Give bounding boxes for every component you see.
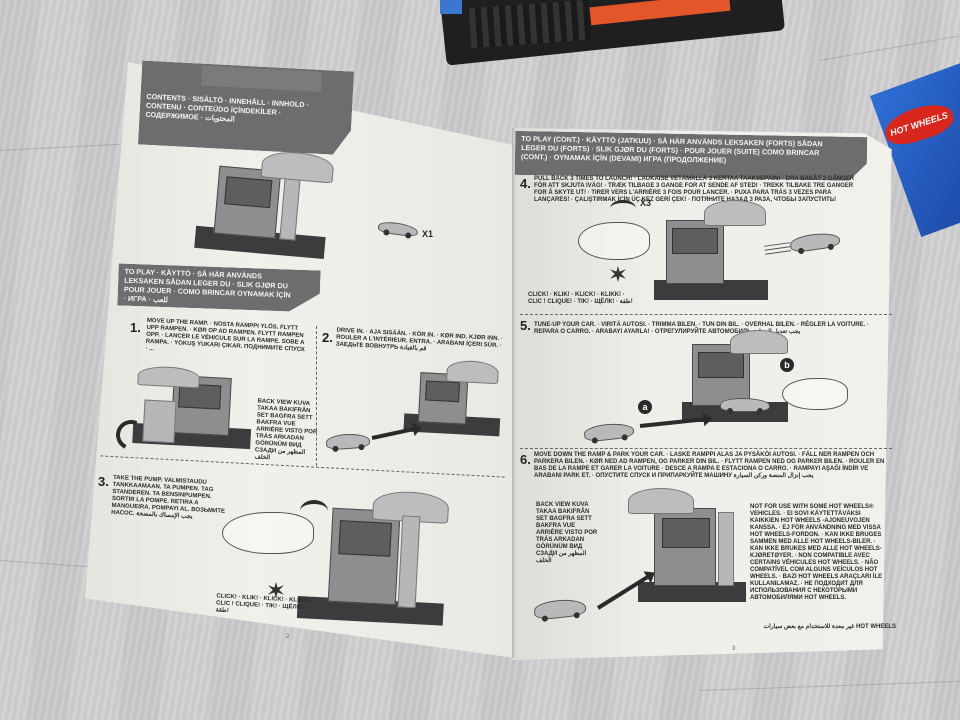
step-5-station-illustration <box>672 330 792 430</box>
step-4-text: PULL BACK 3 TIMES TO LAUNCH! · LAUKAISE … <box>534 176 855 203</box>
to-play-header: TO PLAY · KÄYTTÖ · SÅ HÄR ANVÄNDS LEKSAK… <box>123 266 291 305</box>
to-play-cont-banner: TO PLAY (CONT.) · KÄYTTÖ (JATKUU) · SÅ H… <box>515 131 868 181</box>
floor-seam <box>819 35 958 61</box>
vehicle-compatibility-warning-arabic: غير معدة للاستخدام مع بعض سيارات HOT WHE… <box>763 624 896 630</box>
pull-count: X3 <box>640 198 652 208</box>
step-4-click-text: CLICK! · KLIK! · KLICK! · KLIKK! · CLIC … <box>528 292 633 305</box>
step-divider <box>520 448 892 449</box>
step-6-station-illustration <box>628 488 748 608</box>
step-2-number: 2. <box>322 330 333 345</box>
step-1-back-view-text: BACK VIEW KUVA TAKAA BAKIFRÅN SET BAGFRA… <box>254 398 318 462</box>
step-1-number: 1. <box>130 320 141 335</box>
contents-header: CONTENTS · SISÄLTÖ · INNEHÅLL · INNHOLD … <box>145 91 310 124</box>
to-play-banner: TO PLAY · KÄYTTÖ · SÅ HÄR ANVÄNDS LEKSAK… <box>117 263 320 312</box>
step-5-car-on-lift-illustration <box>720 398 770 414</box>
toy-blue-piece <box>440 0 462 14</box>
floor-seam <box>0 143 120 151</box>
step-1-station-illustration <box>124 363 259 460</box>
step-divider <box>316 326 317 466</box>
contents-banner: CONTENTS · SISÄLTÖ · INNEHÅLL · INNHOLD … <box>138 61 354 156</box>
step-6-text: MOVE DOWN THE RAMP & PARK YOUR CAR. · LA… <box>534 452 885 479</box>
vehicle-compatibility-warning: NOT FOR USE WITH SOME HOT WHEELS® VEHICL… <box>750 504 883 601</box>
toy-track-grille <box>468 0 592 49</box>
contents-car-count: X1 <box>422 229 434 239</box>
step-divider <box>520 314 892 315</box>
step-5-label-a: a <box>638 400 652 414</box>
right-page-number: 3 <box>732 646 736 652</box>
curved-arrow-icon <box>300 500 328 522</box>
pull-arrow-icon <box>610 200 636 217</box>
left-page-number: 2 <box>286 634 290 640</box>
step-4-station-illustration <box>640 200 770 310</box>
to-play-cont-header: TO PLAY (CONT.) · KÄYTTÖ (JATKUU) · SÅ H… <box>520 134 823 165</box>
contents-station-illustration <box>193 144 342 271</box>
step-5-label-b: b <box>780 358 794 372</box>
step-5-number: 5. <box>520 318 531 333</box>
step-3-hand-illustration <box>222 512 314 554</box>
step-6-number: 6. <box>520 452 531 467</box>
step-4-hand-illustration <box>578 222 650 260</box>
step-3-number: 3. <box>98 474 109 489</box>
step-3-text: TAKE THE PUMP. VALMISTAUDU TANKKAAMAAN. … <box>111 474 226 521</box>
step-6-back-view-text: BACK VIEW KUVA TAKAA BAKIFRÅN SET BAGFRA… <box>536 502 598 564</box>
step-4-number: 4. <box>520 176 531 191</box>
step-5-hand-illustration <box>782 378 848 410</box>
manual-fold <box>512 128 516 658</box>
floor-seam <box>699 680 960 691</box>
